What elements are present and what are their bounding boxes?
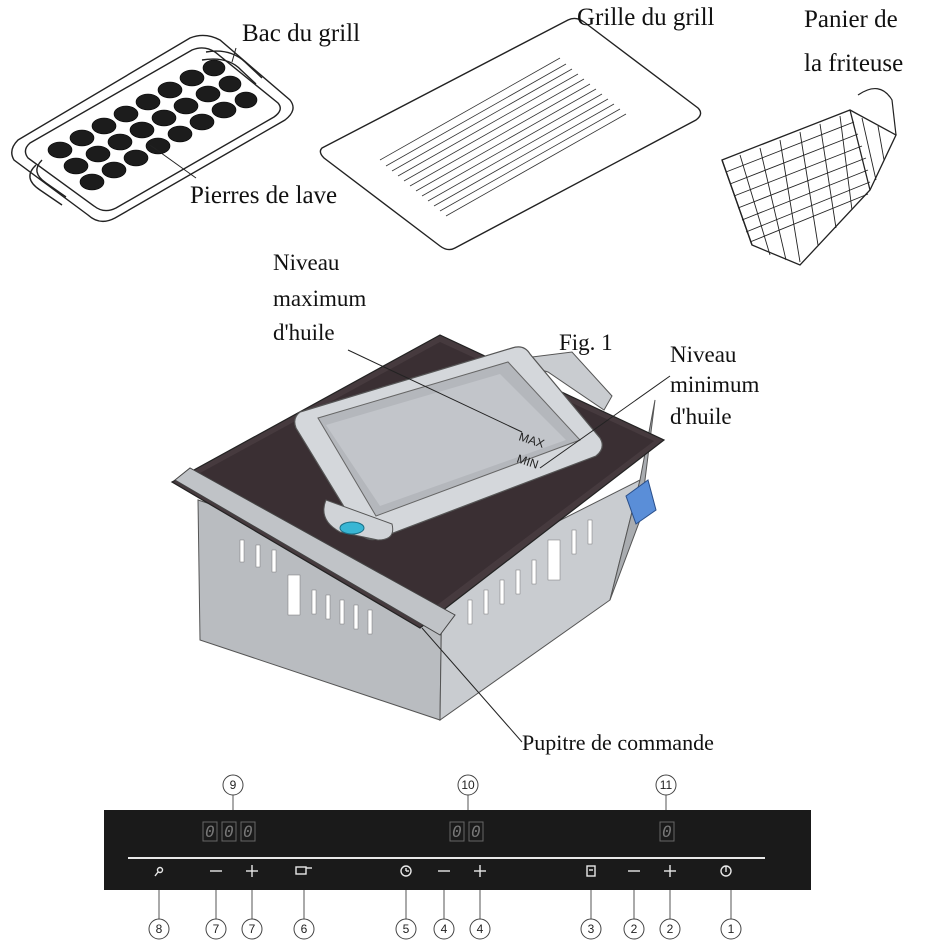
svg-text:10: 10 — [461, 778, 475, 792]
grill-grate — [319, 17, 702, 251]
svg-text:2: 2 — [667, 922, 674, 936]
svg-text:6: 6 — [301, 922, 308, 936]
svg-text:7: 7 — [213, 922, 220, 936]
leader-pupitre — [421, 627, 523, 743]
label-niveau-max-2: maximum — [273, 286, 367, 311]
label-grille-du-grill: Grille du grill — [577, 4, 715, 31]
svg-text:2: 2 — [631, 922, 638, 936]
label-pupitre-de-commande: Pupitre de commande — [522, 730, 714, 755]
callout-2: 2 — [623, 918, 645, 940]
timer-icon[interactable] — [400, 865, 412, 877]
display-digit: 0 — [243, 822, 253, 841]
callout-1: 1 — [720, 918, 742, 940]
svg-text:4: 4 — [477, 922, 484, 936]
callout-11: 11 — [655, 774, 677, 796]
label-fig: Fig. 1 — [559, 330, 613, 355]
label-pierres-de-lave: Pierres de lave — [190, 182, 338, 209]
lock-key-icon[interactable] — [154, 866, 164, 877]
display-digit: 0 — [452, 822, 462, 841]
label-niveau-min-3: d'huile — [670, 404, 732, 429]
callout-4: 4 — [469, 918, 491, 940]
callout-7: 7 — [241, 918, 263, 940]
plus-button-4[interactable] — [474, 865, 486, 877]
grill-mode-icon[interactable] — [295, 866, 312, 875]
display-digit: 0 — [224, 822, 234, 841]
leader-niveau-max — [347, 349, 523, 433]
callout-6: 6 — [293, 918, 315, 940]
label-niveau-min-1: Niveau — [670, 342, 737, 367]
callout-10: 10 — [457, 774, 479, 796]
svg-text:5: 5 — [403, 922, 410, 936]
plus-button-2[interactable] — [664, 865, 676, 877]
svg-text:1: 1 — [728, 922, 735, 936]
callout-9: 9 — [222, 774, 244, 796]
fryer-mode-icon[interactable] — [586, 865, 596, 877]
svg-text:7: 7 — [249, 922, 256, 936]
min-mark: MIN — [515, 452, 540, 472]
svg-text:3: 3 — [588, 922, 595, 936]
label-niveau-max-1: Niveau — [273, 250, 340, 275]
display-digit: 0 — [471, 822, 481, 841]
svg-text:11: 11 — [660, 778, 673, 792]
callout-2: 2 — [659, 918, 681, 940]
power-icon[interactable] — [720, 865, 732, 877]
label-niveau-min-2: minimum — [670, 372, 760, 397]
plus-button-7[interactable] — [246, 865, 258, 877]
display-group-9 — [202, 821, 256, 842]
callout-3: 3 — [580, 918, 602, 940]
display-group-11 — [659, 821, 675, 842]
svg-text:8: 8 — [156, 922, 163, 936]
leader-niveau-min — [539, 375, 671, 469]
callout-8: 8 — [148, 918, 170, 940]
callout-5: 5 — [395, 918, 417, 940]
fryer-unit — [170, 334, 666, 721]
callout-7: 7 — [205, 918, 227, 940]
display-group-10 — [449, 821, 484, 842]
callout-4: 4 — [433, 918, 455, 940]
svg-text:4: 4 — [441, 922, 448, 936]
fryer-basket — [721, 88, 897, 266]
lava-stones — [47, 59, 258, 191]
svg-text:9: 9 — [230, 778, 237, 792]
label-panier-line2: la friteuse — [804, 50, 904, 77]
label-niveau-max-3: d'huile — [273, 320, 335, 345]
label-bac-du-grill: Bac du grill — [242, 20, 361, 47]
leader-bac — [231, 47, 237, 63]
display-digit: 0 — [205, 822, 215, 841]
label-panier-line1: Panier de — [804, 6, 898, 33]
leader-pierres — [149, 144, 197, 179]
display-digit: 0 — [662, 822, 672, 841]
